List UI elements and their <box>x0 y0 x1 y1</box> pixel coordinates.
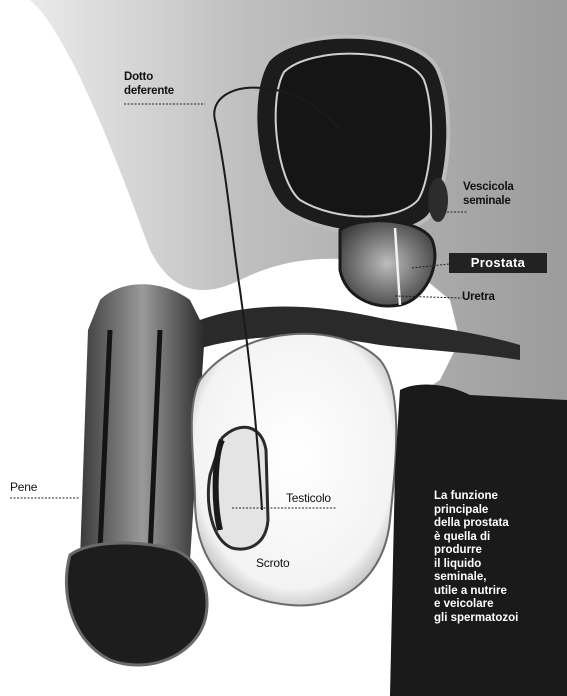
caption-line: utile a nutrire <box>434 585 558 599</box>
caption-line: principale <box>434 504 558 518</box>
caption-line: è quella di <box>434 531 558 545</box>
caption-text: La funzione principale della prostata è … <box>434 490 558 625</box>
caption-line: seminale, <box>434 571 558 585</box>
caption-line: il liquido <box>434 558 558 572</box>
prostate <box>340 221 435 306</box>
label-dotto-deferente: Dotto deferente <box>124 70 174 98</box>
seminal-vesicle <box>428 178 448 222</box>
caption-line: produrre <box>434 544 558 558</box>
glans <box>66 543 207 665</box>
caption-line: della prostata <box>434 517 558 531</box>
bladder <box>255 37 448 234</box>
label-pene: Pene <box>10 480 37 494</box>
label-uretra: Uretra <box>462 290 495 304</box>
label-vescicola-seminale: Vescicola seminale <box>463 180 514 208</box>
label-testicolo: Testicolo <box>286 491 331 505</box>
label-prostata-badge: Prostata <box>449 253 547 273</box>
label-scroto: Scroto <box>256 556 289 570</box>
caption-line: La funzione <box>434 490 558 504</box>
caption-line: e veicolare <box>434 598 558 612</box>
caption-line: gli spermatozoi <box>434 612 558 626</box>
